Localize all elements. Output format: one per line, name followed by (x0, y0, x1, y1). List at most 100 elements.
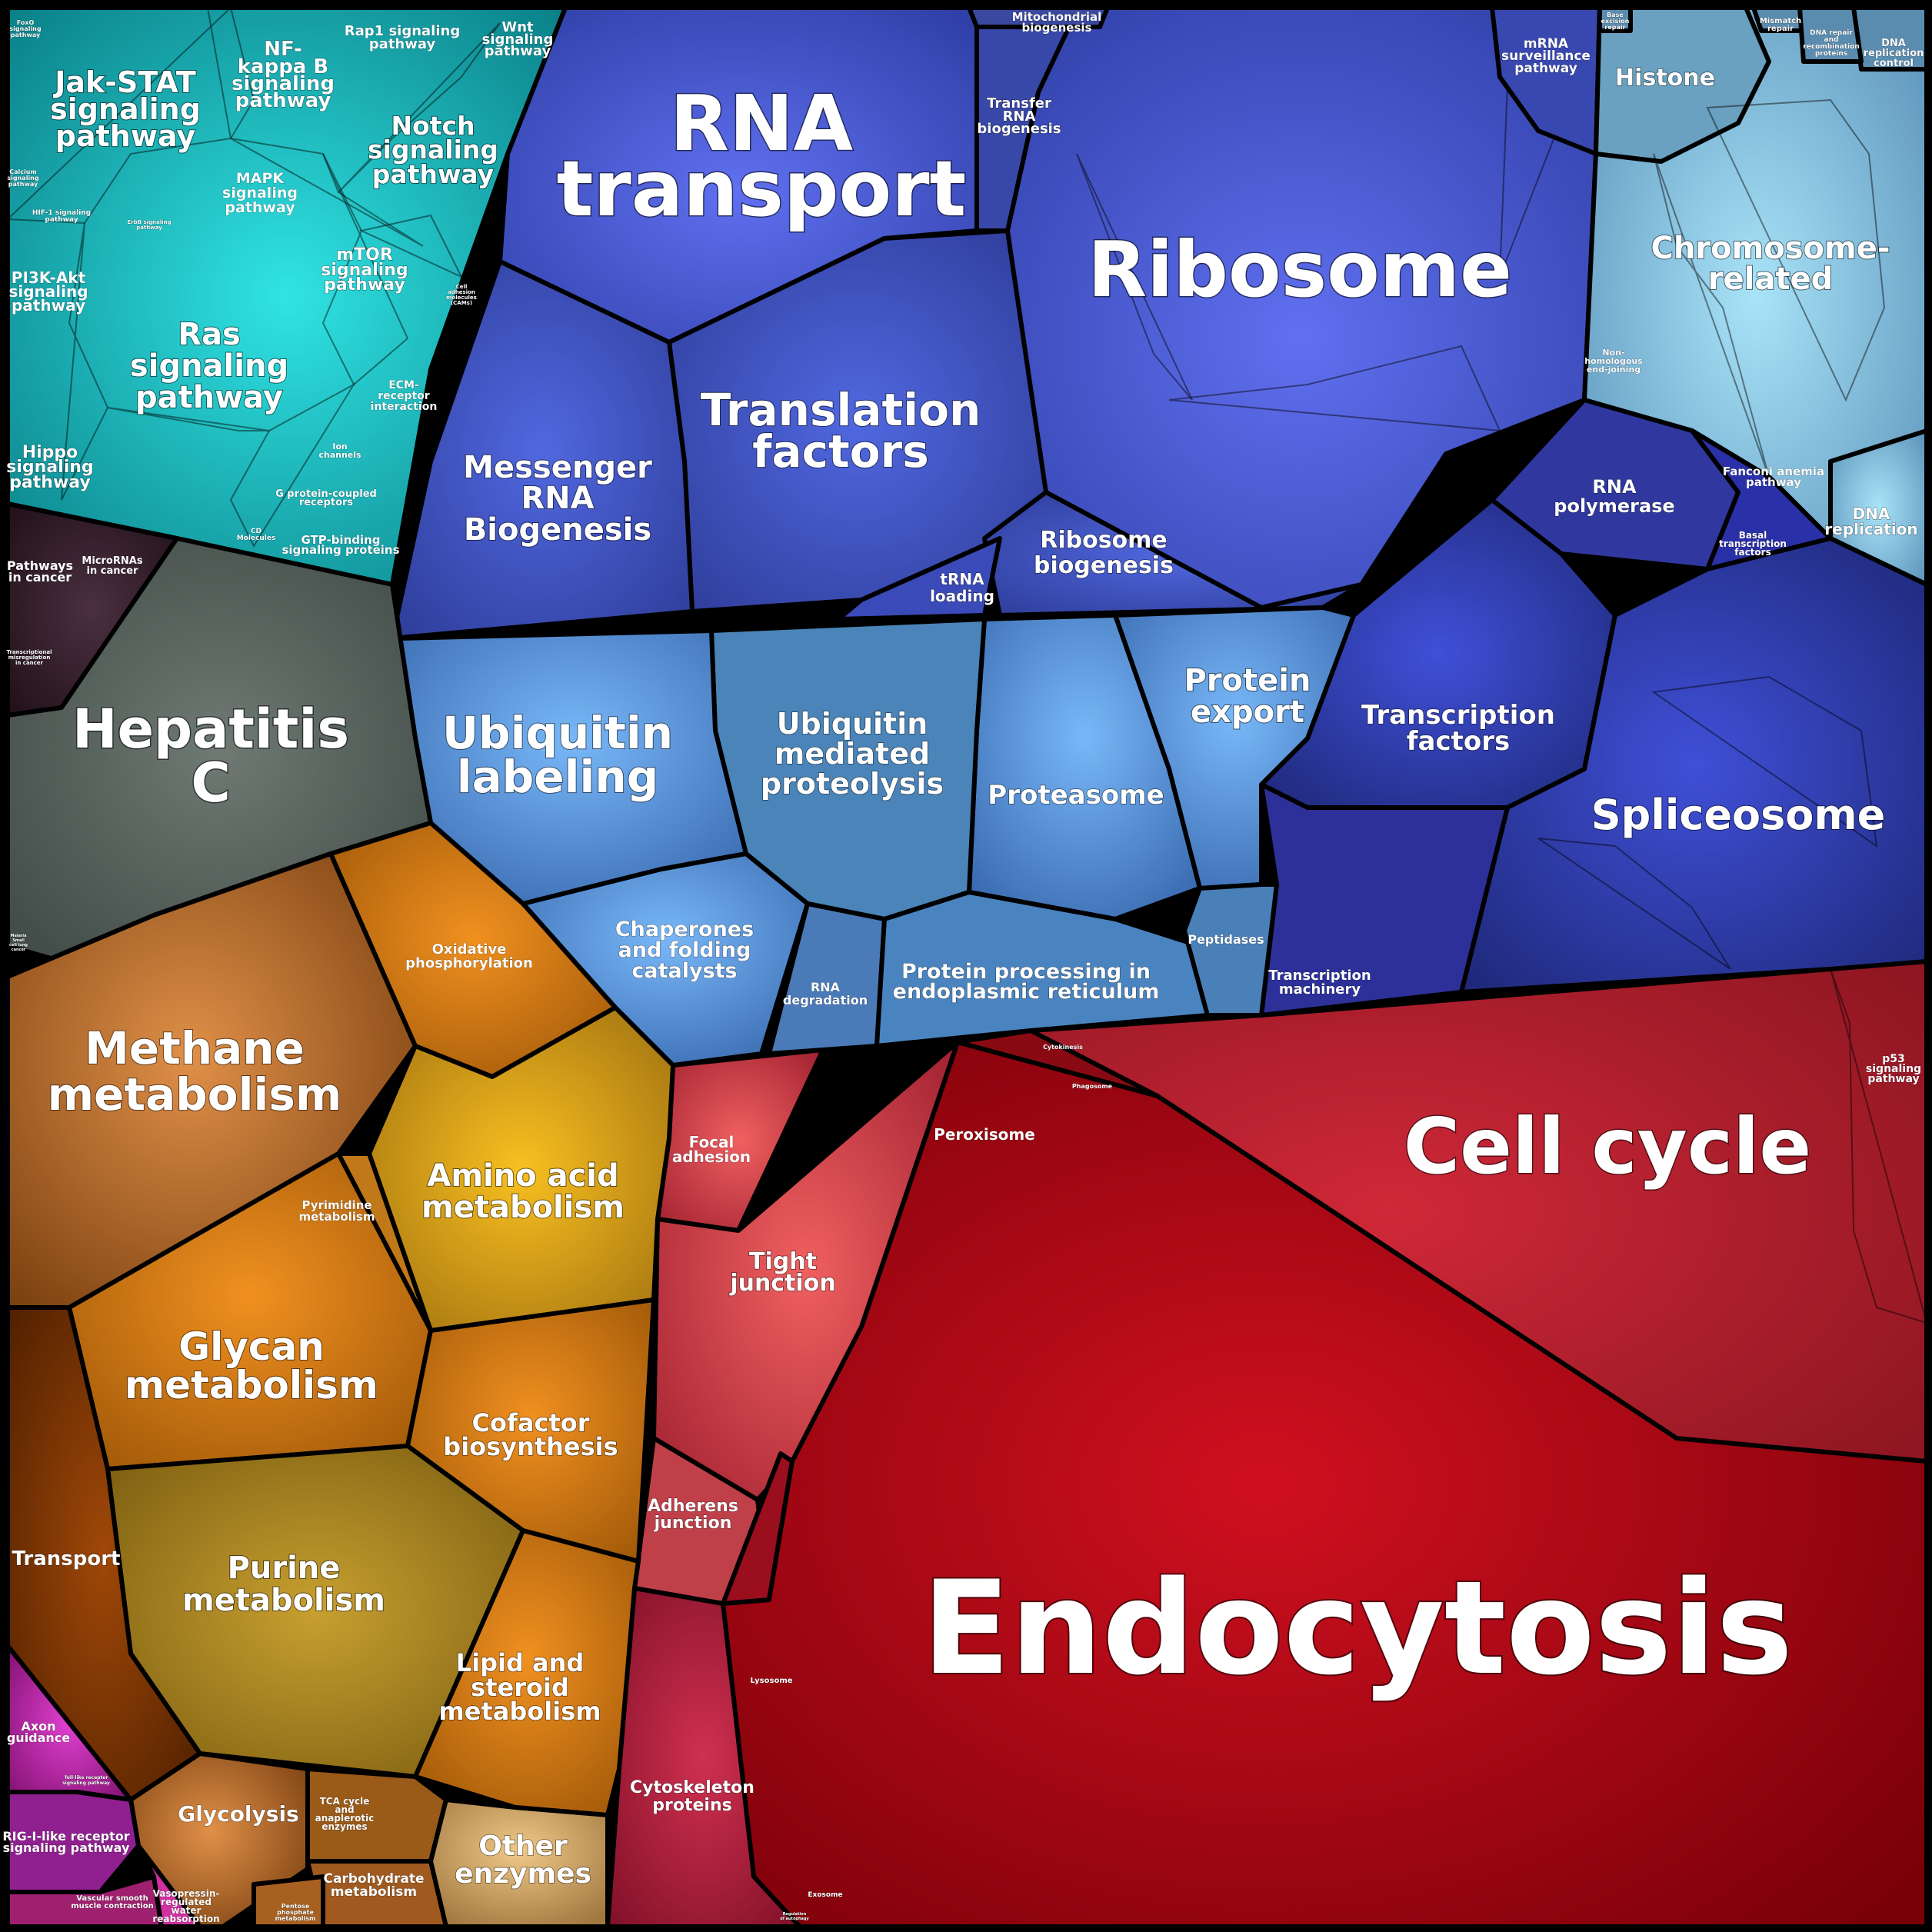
label-other-enzymes-1: Other (478, 1830, 568, 1862)
label-protein-processing-1: Protein processing in (901, 960, 1151, 984)
label-mismatch-2: repair (1767, 25, 1794, 33)
label-cytokinesis: Cytokinesis (1043, 1044, 1083, 1051)
label-p53-3: pathway (1867, 1073, 1919, 1085)
label-transfer-rna-2: RNA (1003, 108, 1036, 125)
region-trna-loading[interactable] (836, 536, 1002, 621)
label-phagosome: Phagosome (1072, 1083, 1113, 1090)
label-basal-tf-3: factors (1734, 547, 1770, 558)
label-foxo-1: FoxO (17, 19, 35, 26)
label-pentose-2: phosphate (277, 1909, 314, 1916)
label-transport: Transport (12, 1547, 121, 1571)
label-vasopressin-1: Vasopressin- (153, 1888, 220, 1899)
label-adherens-2: junction (654, 1514, 732, 1533)
label-nfkb-1: NF- (264, 38, 302, 61)
label-vascular-2: muscle contraction (71, 1902, 154, 1910)
label-vasopressin-2: regulated (161, 1897, 212, 1907)
label-jak-stat-3: pathway (55, 119, 196, 153)
label-other-enzymes-2: enzymes (455, 1858, 591, 1890)
label-p53-1: p53 (1882, 1053, 1905, 1065)
label-cd-molecules-1: CD (251, 528, 261, 535)
label-protein-processing-2: endoplasmic reticulum (893, 980, 1160, 1004)
label-tca-2: and (335, 1804, 354, 1815)
label-ion-channels-1: Ion (332, 441, 347, 451)
label-lipid-2: steroid (471, 1673, 569, 1702)
label-protein-export-1: Protein (1184, 663, 1311, 698)
label-micrornas-2: in cancer (87, 565, 138, 577)
region-lipid[interactable] (413, 1528, 641, 1817)
region-spliceosome[interactable] (1459, 536, 1929, 994)
label-rap1-2: pathway (369, 36, 436, 52)
label-malaria-3: cell lung (9, 943, 28, 948)
label-spliceosome: Spliceosome (1591, 791, 1885, 839)
label-messenger-rna-2: RNA (521, 481, 594, 516)
label-rig-i-1: RIG-I-like receptor (2, 1829, 129, 1844)
label-rna-degradation-2: degradation (783, 993, 868, 1008)
label-dna-replication-2: replication (1824, 520, 1917, 538)
label-regulation-autophagy-2: of autophagy (780, 1917, 809, 1921)
label-gtp-binding-2: signaling proteins (281, 543, 399, 557)
label-ras-1: Ras (178, 317, 241, 352)
label-axon-guidance-1: Axon (21, 1719, 55, 1734)
label-malaria-2: Small (12, 938, 25, 943)
label-transcriptional-3: in cancer (15, 660, 44, 666)
label-pentose-1: Pentose (281, 1903, 310, 1910)
label-chaperones-2: and folding (618, 938, 751, 962)
label-exosome: Exosome (808, 1891, 842, 1899)
label-mtor-2: signaling (321, 261, 408, 280)
label-base-excision-1: Base (1607, 12, 1624, 18)
label-calcium-2: signaling (7, 175, 39, 182)
label-dna-rep-ctrl-1: DNA (1881, 38, 1906, 49)
label-non-homologous-2: homologous (1584, 356, 1643, 366)
label-ubiquitin-mediated-2: mediated (774, 737, 930, 771)
label-messenger-rna-1: Messenger (463, 450, 652, 485)
label-micrornas-1: MicroRNAs (82, 555, 142, 567)
region-messenger-rna[interactable] (390, 259, 695, 641)
label-amino-acid-2: metabolism (421, 1190, 625, 1225)
label-oxidative-1: Oxidative (432, 941, 507, 958)
label-lipid-3: metabolism (438, 1697, 601, 1726)
label-transcription-machinery-2: machinery (1279, 981, 1361, 998)
label-dna-replication-1: DNA (1853, 505, 1890, 523)
region-lysosome[interactable] (721, 1451, 794, 1606)
label-messenger-rna-3: Biogenesis (464, 512, 651, 548)
label-non-homologous-1: Non- (1602, 348, 1624, 358)
label-fanconi-2: pathway (1746, 475, 1801, 489)
label-ion-channels-2: channels (318, 450, 361, 460)
label-nfkb-4: pathway (235, 89, 331, 112)
label-rna-transport-2: transport (557, 144, 967, 234)
label-pathways-cancer-2: in cancer (8, 570, 72, 585)
label-gtp-binding-1: GTP-binding (301, 533, 380, 547)
label-mrna-surveillance-3: pathway (1514, 61, 1577, 76)
label-trna-loading-2: loading (930, 587, 994, 605)
label-hif1-2: pathway (45, 216, 78, 224)
label-non-homologous-3: end-joining (1587, 365, 1641, 375)
label-dna-repair-1: DNA repair (1810, 29, 1853, 37)
label-rig-i-2: signaling pathway (3, 1840, 130, 1855)
label-carbohydrate-2: metabolism (331, 1884, 417, 1900)
label-peroxisome: Peroxisome (934, 1125, 1035, 1144)
label-transcription-factors-1: Transcription (1361, 700, 1555, 731)
label-transcriptional-1: Transcriptional (6, 649, 52, 655)
label-ubiquitin-labeling-1: Ubiquitin (442, 707, 673, 759)
label-notch-1: Notch (391, 111, 475, 141)
label-hippo-3: pathway (9, 473, 91, 492)
label-transfer-rna-1: Transfer (987, 95, 1051, 112)
label-toll-like-1: Toll-like receptor (64, 1775, 108, 1780)
label-wnt-2: signaling (482, 32, 554, 48)
label-gpcr-1: G protein-coupled (275, 488, 377, 500)
label-ras-2: signaling (130, 348, 288, 384)
region-peptidases[interactable] (1182, 882, 1279, 1018)
label-purine-2: metabolism (182, 1583, 385, 1618)
label-jak-stat-1: Jak-STAT (52, 65, 196, 99)
label-transcription-factors-2: factors (1407, 726, 1511, 757)
label-calcium-1: Calcium (9, 168, 37, 175)
label-glycan-2: metabolism (125, 1363, 378, 1407)
label-wnt-3: pathway (485, 43, 551, 59)
label-malaria-1: Malaria (11, 934, 27, 938)
label-protein-export-2: export (1191, 695, 1304, 730)
label-rna-degradation-1: RNA (811, 980, 841, 994)
label-oxidative-2: phosphorylation (405, 955, 533, 971)
label-pyrimidine-2: metabolism (299, 1210, 375, 1224)
